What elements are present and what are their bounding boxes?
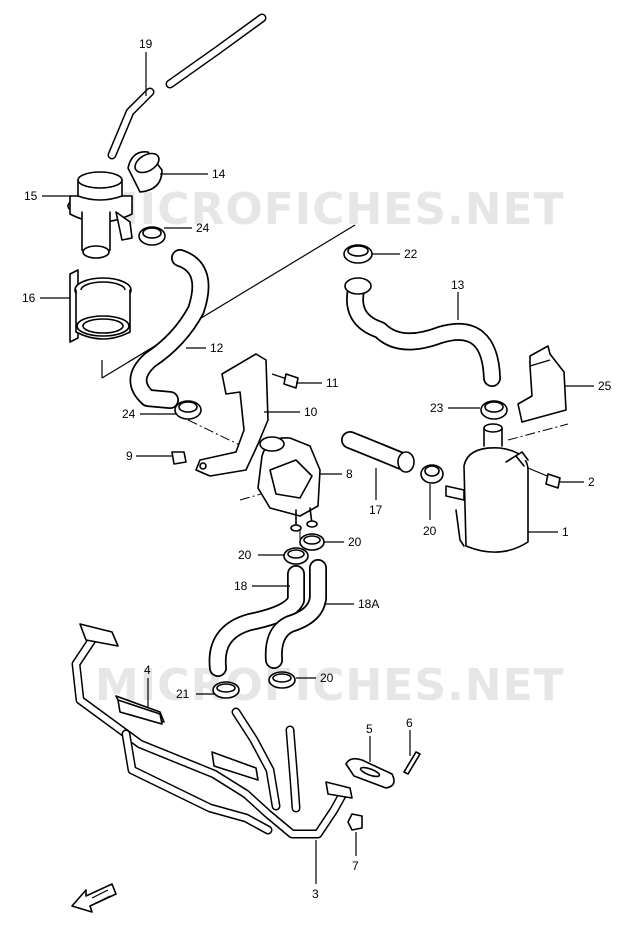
part-20-clamp-2[interactable] bbox=[283, 547, 309, 565]
callout-24-upper: 24 bbox=[196, 221, 210, 235]
part-24-clamp-upper[interactable] bbox=[138, 226, 166, 246]
callout-25: 25 bbox=[598, 379, 612, 393]
part-15-reed-valve[interactable] bbox=[67, 171, 133, 259]
part-3-pipe-assembly[interactable] bbox=[71, 623, 353, 839]
callout-19: 19 bbox=[139, 37, 153, 51]
part-7-nut[interactable] bbox=[347, 813, 363, 831]
watermark-bottom: MICROFICHES.NET bbox=[95, 660, 565, 711]
part-20-clamp-4[interactable] bbox=[212, 681, 240, 699]
part-11-bolt[interactable] bbox=[271, 373, 299, 389]
watermark-top: MICROFICHES.NET bbox=[95, 184, 565, 235]
callout-11: 11 bbox=[326, 376, 339, 390]
part-10-bracket[interactable] bbox=[195, 353, 269, 477]
callout-2: 2 bbox=[588, 475, 595, 489]
leader-lines bbox=[40, 52, 594, 884]
callout-12: 12 bbox=[210, 341, 224, 355]
part-23-clamp[interactable] bbox=[480, 400, 508, 420]
callout-24-lower: 24 bbox=[122, 407, 136, 421]
part-19-tube[interactable] bbox=[107, 13, 267, 160]
callout-8: 8 bbox=[346, 467, 353, 481]
callout-18a: 18A bbox=[358, 597, 379, 611]
callout-23: 23 bbox=[430, 401, 444, 415]
callout-10: 10 bbox=[304, 405, 318, 419]
part-25-bracket[interactable] bbox=[517, 345, 567, 423]
callout-22: 22 bbox=[404, 247, 418, 261]
part-20-clamp-3[interactable] bbox=[268, 671, 296, 689]
callout-20-d: 21 bbox=[176, 687, 190, 701]
callout-13: 13 bbox=[451, 278, 465, 292]
part-20-clamp-1[interactable] bbox=[299, 533, 325, 551]
callout-1: 1 bbox=[562, 525, 569, 539]
callout-21: 20 bbox=[423, 524, 437, 538]
part-14-cap[interactable] bbox=[127, 150, 163, 193]
callout-9: 9 bbox=[126, 449, 133, 463]
callout-18: 18 bbox=[234, 579, 248, 593]
callout-20-a: 20 bbox=[348, 535, 362, 549]
part-1-canister[interactable] bbox=[445, 423, 529, 553]
part-22-clamp[interactable] bbox=[343, 244, 373, 264]
part-13-hose[interactable] bbox=[344, 277, 501, 387]
callout-4: 4 bbox=[144, 663, 151, 677]
part-9-bolt[interactable] bbox=[171, 451, 187, 465]
callout-5: 5 bbox=[366, 722, 373, 736]
part-16-bracket[interactable] bbox=[69, 269, 132, 343]
part-24-clamp-lower[interactable] bbox=[174, 400, 202, 420]
part-12-hose[interactable] bbox=[129, 249, 210, 409]
direction-arrow-icon bbox=[71, 883, 117, 913]
part-4-gasket[interactable] bbox=[117, 699, 163, 725]
callout-14: 14 bbox=[212, 167, 226, 181]
callout-17: 17 bbox=[369, 503, 383, 517]
callout-7: 7 bbox=[352, 859, 359, 873]
callout-6: 6 bbox=[406, 716, 413, 730]
callout-15: 15 bbox=[24, 189, 38, 203]
part-21-clamp[interactable] bbox=[420, 464, 444, 484]
callout-20-b: 20 bbox=[238, 548, 252, 562]
part-2-bolt[interactable] bbox=[527, 467, 561, 489]
part-18-hose[interactable] bbox=[208, 565, 305, 677]
callout-16: 16 bbox=[22, 291, 36, 305]
part-5-gasket[interactable] bbox=[345, 757, 395, 789]
part-6-stud[interactable] bbox=[403, 751, 421, 775]
callout-20-c: 20 bbox=[320, 671, 334, 685]
part-17-hose[interactable] bbox=[341, 431, 415, 473]
part-18a-hose[interactable] bbox=[264, 559, 327, 669]
part-8-valve-body[interactable] bbox=[257, 436, 321, 532]
callout-3: 3 bbox=[312, 887, 319, 901]
